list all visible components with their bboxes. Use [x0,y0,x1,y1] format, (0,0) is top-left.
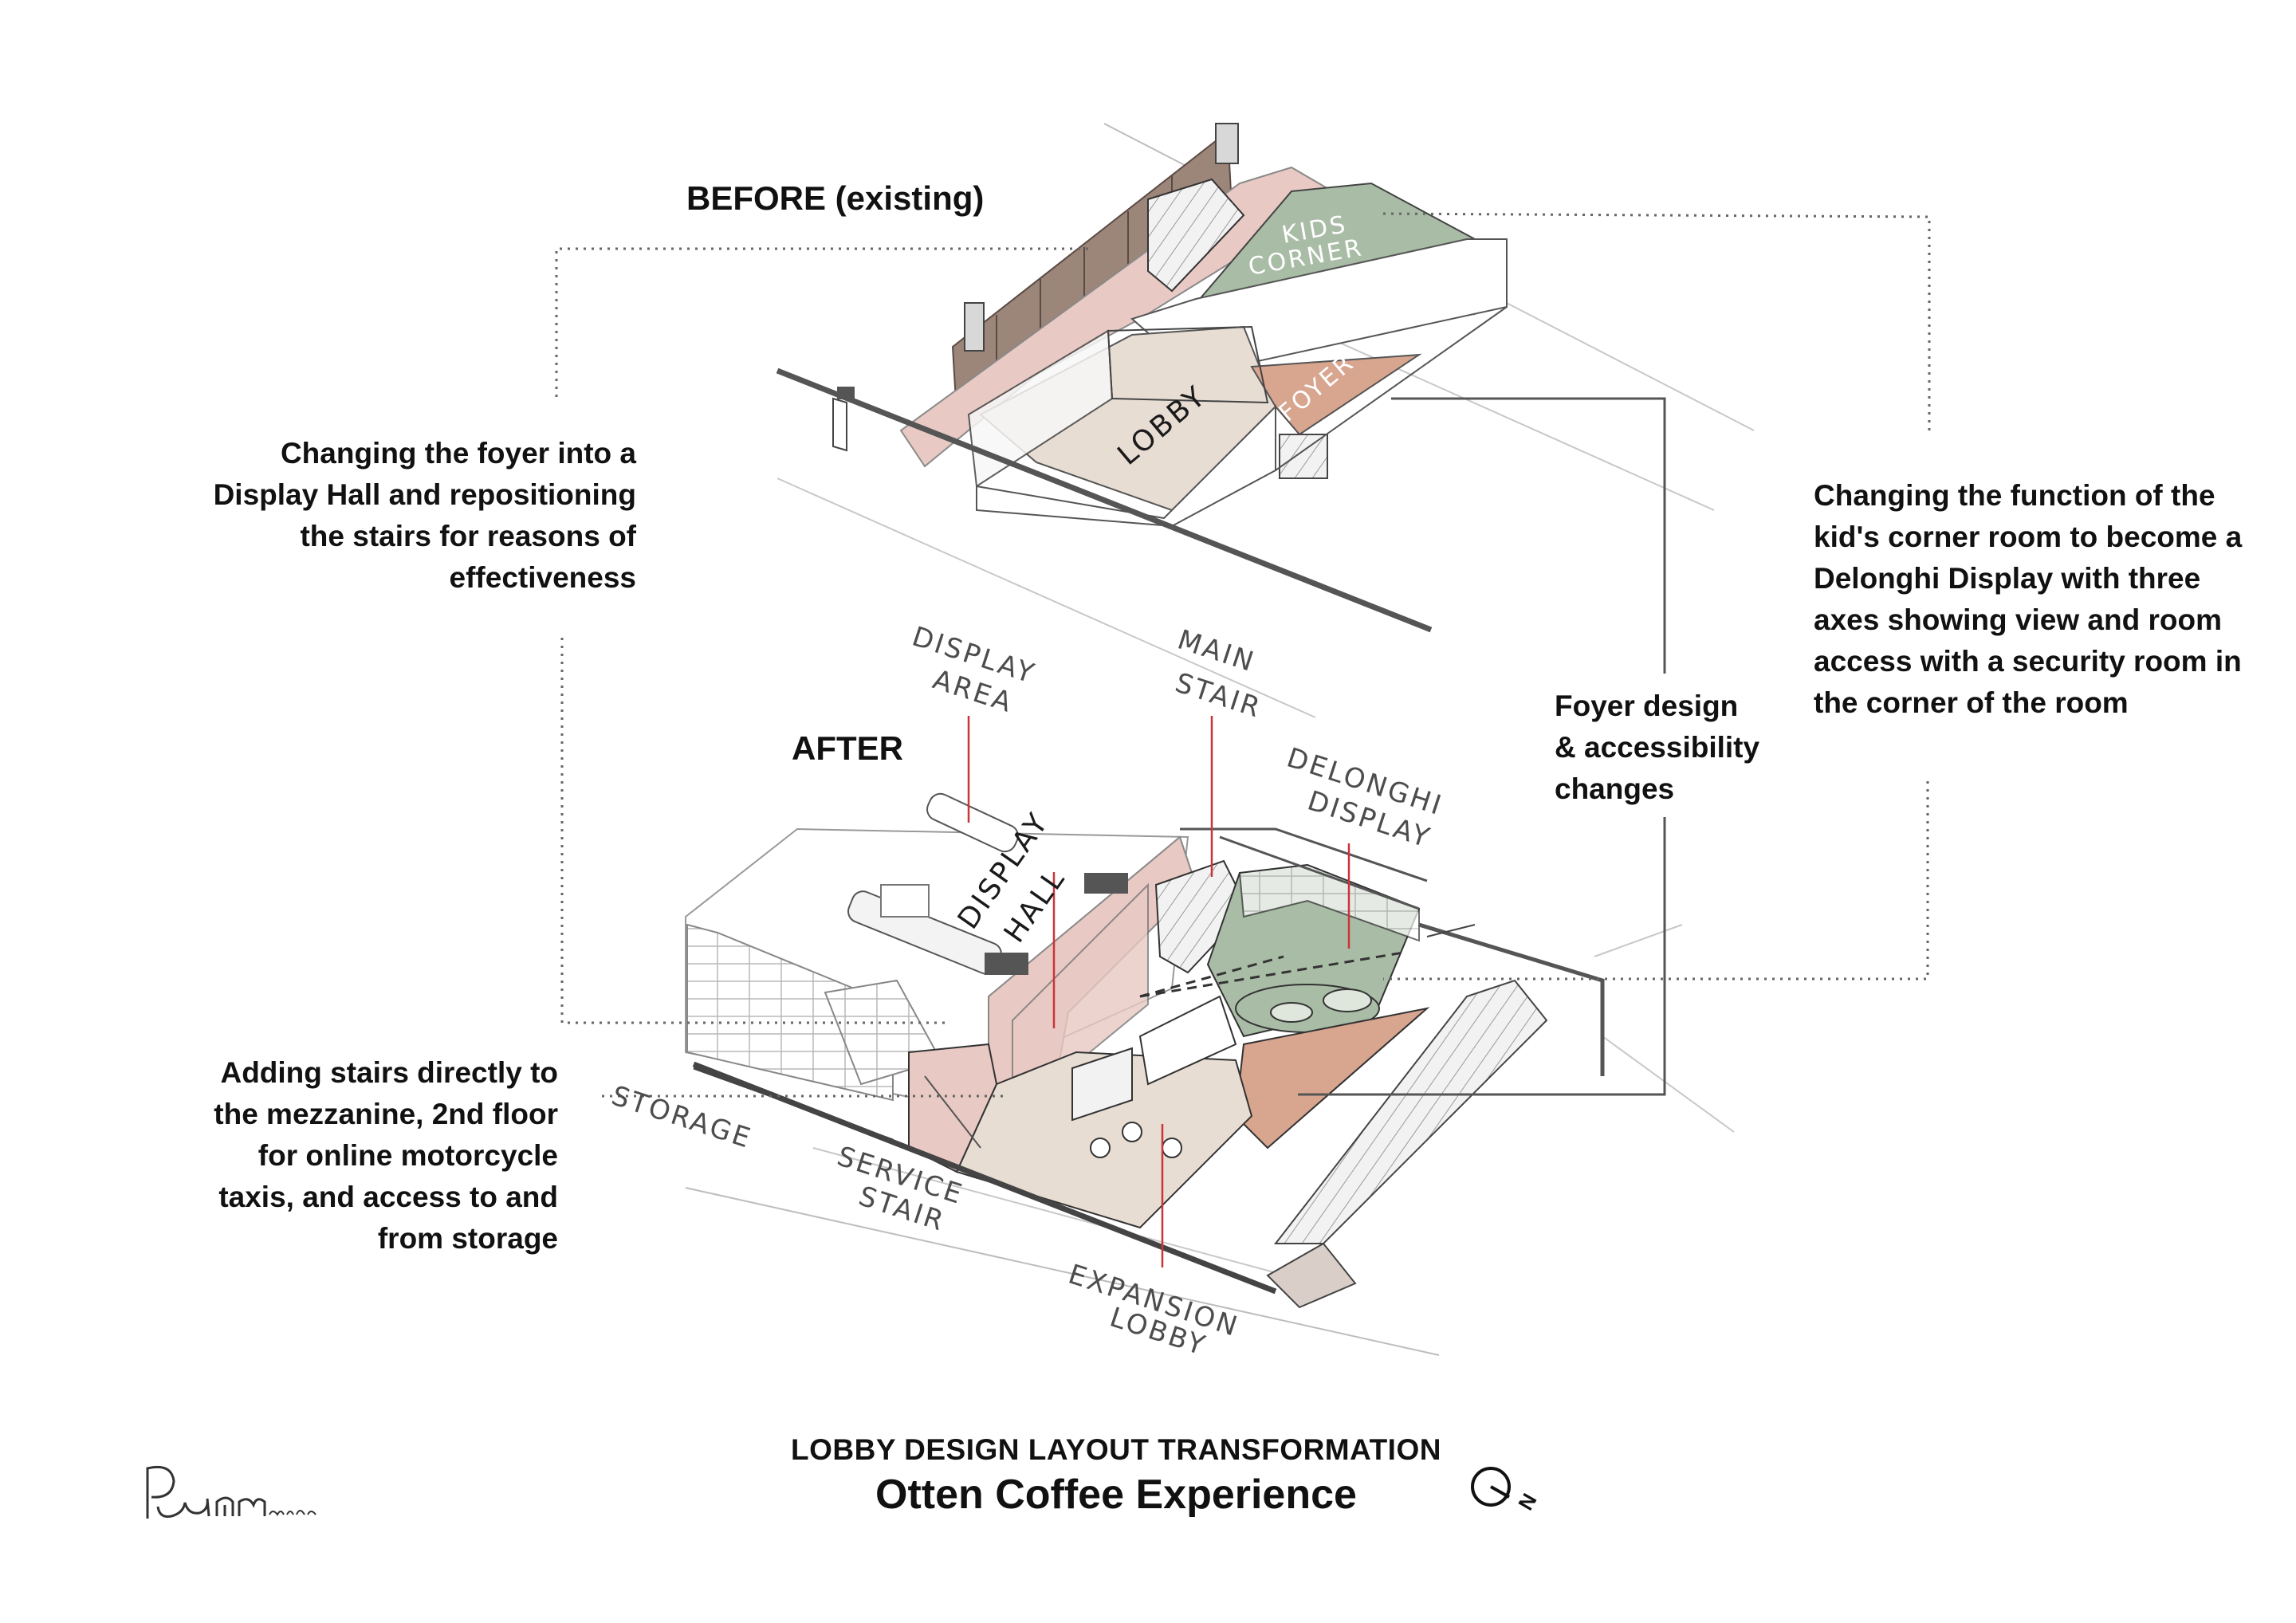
note-line: the mezzanine, 2nd floor [214,1098,558,1130]
note-kids-corner: Changing the function of the kid's corne… [1814,475,2242,724]
before-stair [1147,178,1245,293]
note-line: for online motorcycle [258,1139,558,1172]
note-line: the stairs for reasons of [300,520,636,552]
north-compass-icon: N [1471,1467,1542,1515]
note-stairs: Adding stairs directly to the mezzanine,… [214,1052,558,1259]
note-line: the corner of the room [1814,686,2129,719]
before-block [776,123,1755,718]
note-line: Foyer design [1555,690,1739,722]
title-line-1: LOBBY DESIGN LAYOUT TRANSFORMATION [791,1433,1441,1466]
label-storage: STORAGE [607,1080,756,1156]
note-line: kid's corner room to become a [1814,521,2243,553]
label-main-stair-2: STAIR [1171,667,1266,725]
studio-logo [146,1465,316,1519]
note-line: Adding stairs directly to [220,1056,558,1089]
note-line: Delonghi Display with three [1814,562,2201,595]
note-foyer-display: Changing the foyer into a Display Hall a… [214,433,636,599]
note-line: axes showing view and room [1814,603,2222,636]
note-line: taxis, and access to and [218,1181,558,1213]
note-line: Changing the function of the [1814,479,2215,512]
label-pointers [967,716,1350,1267]
note-line: effectiveness [449,561,636,594]
after-block [685,716,1735,1356]
before-heading: BEFORE (existing) [686,179,985,217]
note-line: & accessibility [1555,731,1760,764]
note-foyer-access: Foyer design & accessibility changes [1555,686,1759,810]
note-line: Display Hall and repositioning [213,478,636,511]
title-line-2: Otten Coffee Experience [875,1472,1357,1518]
note-line: changes [1555,772,1675,805]
entrance-steps [1273,979,1548,1244]
note-line: Changing the foyer into a [280,437,636,470]
service-stair [908,1043,998,1173]
leader-lines [555,212,1931,1098]
after-heading: AFTER [792,729,903,767]
note-line: from storage [377,1222,558,1255]
note-line: access with a security room in [1814,645,2242,678]
